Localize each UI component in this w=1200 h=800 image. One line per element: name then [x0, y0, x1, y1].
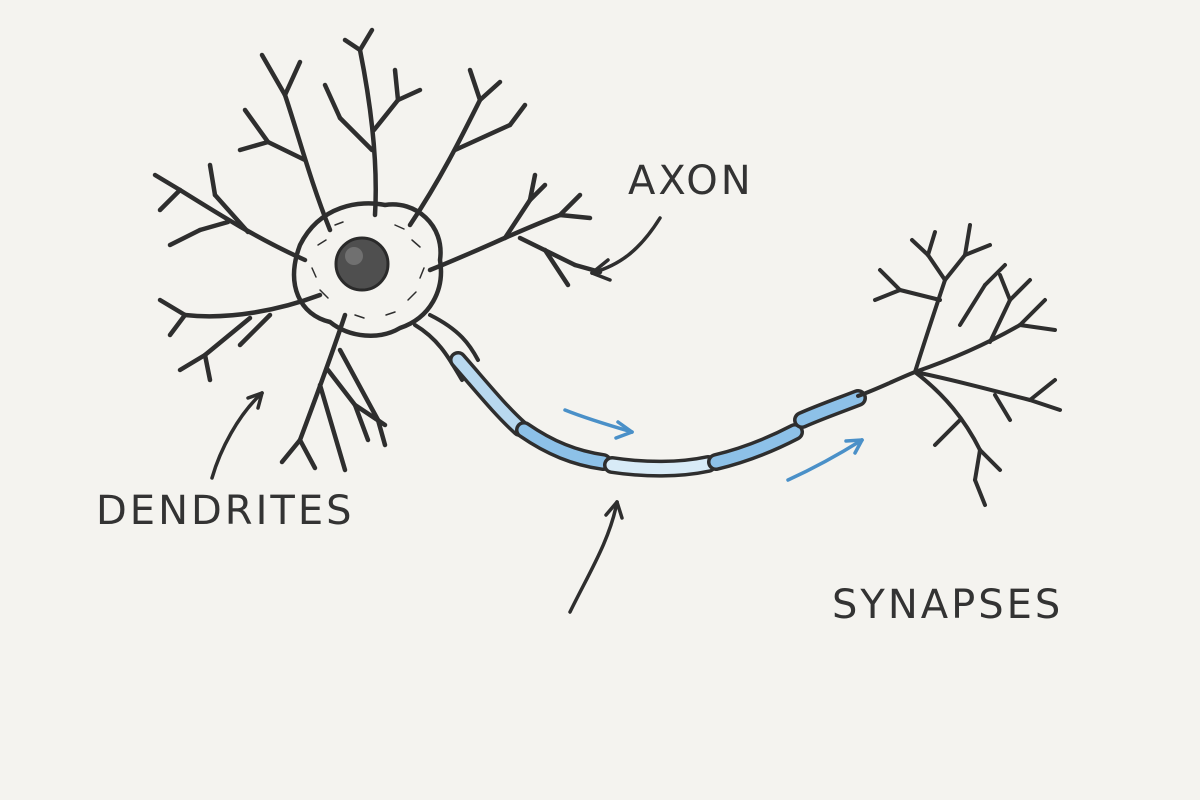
soma-outline: [291, 201, 444, 338]
myelin-pointer-arrow: [568, 500, 624, 614]
myelin-segment-fill: [796, 392, 864, 426]
synapses-label: SYNAPSES: [832, 582, 1064, 628]
axon-pointer-arrow: [590, 216, 662, 282]
signal-direction-arrow: [786, 438, 864, 482]
myelin-segment-fill: [710, 426, 801, 468]
nucleus-highlight: [345, 247, 363, 265]
dendrite-branches: [152, 27, 603, 473]
nucleus: [334, 236, 390, 292]
axon-label: AXON: [628, 158, 754, 204]
soma-texture: [311, 221, 425, 319]
myelin-segment-fill: [452, 354, 526, 434]
dendrites-label: DENDRITES: [96, 488, 355, 534]
synapse-branches: [873, 223, 1062, 507]
myelin-segment-fill: [606, 458, 714, 475]
myelin-sheath: [449, 351, 867, 478]
myelin-segment-fill: [518, 424, 609, 468]
axon-terminal-stem: [856, 370, 917, 398]
signal-direction-arrow: [563, 408, 634, 440]
cell-body: [291, 201, 444, 338]
dendrites-pointer-arrow: [210, 391, 264, 480]
